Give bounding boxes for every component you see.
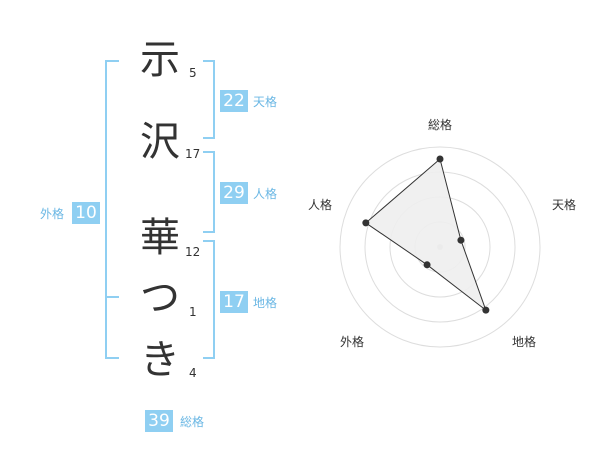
radar-point-4	[423, 261, 431, 269]
gaikaku-bracket	[105, 60, 119, 359]
jinkaku-bracket	[203, 151, 215, 233]
name-char-4: つ	[140, 275, 180, 321]
stroke-count-1: 5	[189, 66, 197, 80]
radar-ring-4	[339, 146, 541, 348]
name-char-1: 示	[140, 37, 180, 83]
name-char-3: 華	[140, 215, 180, 261]
tenkaku-bracket	[203, 60, 215, 139]
soukaku-label: 総格	[180, 415, 205, 429]
jinkaku-label: 人格	[253, 187, 278, 201]
stroke-count-5: 4	[189, 366, 197, 380]
gaikaku-value: 10	[72, 202, 100, 224]
name-char-5: き	[140, 337, 180, 383]
stroke-count-2: 17	[185, 147, 201, 161]
chikaku-label: 地格	[253, 296, 278, 310]
radar-label-3: 地格	[512, 334, 536, 349]
radar-point-5	[362, 219, 370, 227]
gaikaku-bracket-tick	[105, 296, 119, 298]
radar-point-1	[436, 155, 444, 163]
tenkaku-value: 22	[220, 90, 248, 112]
radar-label-5: 人格	[308, 197, 332, 212]
jinkaku-value: 29	[220, 182, 248, 204]
radar-polygon	[364, 158, 487, 312]
radar-label-1: 総格	[428, 117, 452, 132]
gaikaku-label: 外格	[40, 207, 65, 221]
radar-label-2: 天格	[552, 197, 576, 212]
radar-label-4: 外格	[340, 334, 364, 349]
name-char-2: 沢	[140, 119, 180, 165]
chikaku-bracket	[203, 240, 215, 359]
stroke-count-3: 12	[185, 245, 201, 259]
tenkaku-label: 天格	[253, 95, 278, 109]
soukaku-value: 39	[145, 410, 173, 432]
stroke-count-4: 1	[189, 305, 197, 319]
radar-point-2	[457, 236, 465, 244]
chikaku-value: 17	[220, 291, 248, 313]
radar-point-3	[482, 306, 490, 314]
